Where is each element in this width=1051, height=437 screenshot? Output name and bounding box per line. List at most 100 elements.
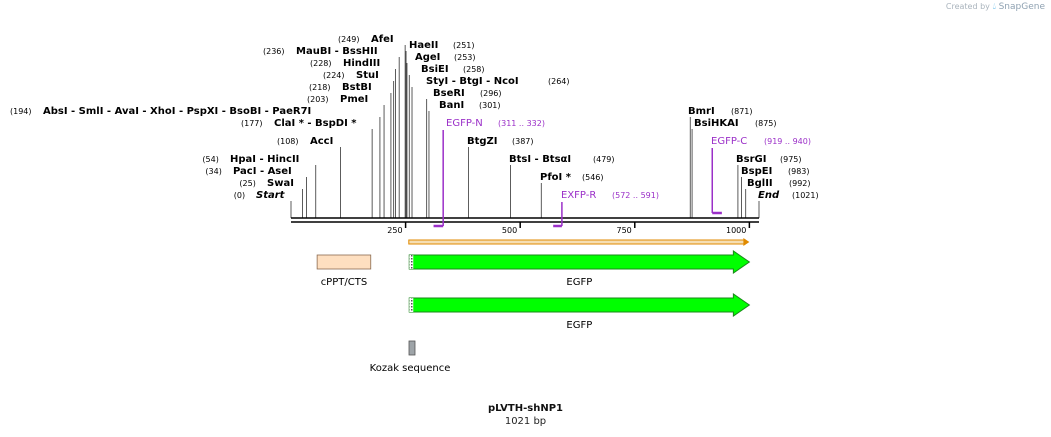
site-position: (975) xyxy=(780,155,802,164)
site-name: SwaI xyxy=(267,178,294,189)
site-position: (251) xyxy=(453,41,475,50)
primer-range: (572 .. 591) xyxy=(612,191,659,200)
primer-name: EXFP-R xyxy=(561,190,596,201)
site-position: (875) xyxy=(755,119,777,128)
restriction-site: (0)Start xyxy=(234,190,286,201)
features: cPPT/CTS EGFP EGFP Kozak sequence xyxy=(316,238,751,374)
site-position: (301) xyxy=(479,101,501,110)
primer-name: EGFP-N xyxy=(446,118,483,129)
site-position: (203) xyxy=(307,95,329,104)
site-name: BmrI xyxy=(688,106,715,117)
orf-bar xyxy=(408,239,746,245)
restriction-site: BseRI (296) xyxy=(433,88,502,99)
restriction-site: BmrI (871) xyxy=(688,106,753,117)
site-position: (54) xyxy=(202,155,218,164)
site-labels: (0)Start(25)SwaI(34)PacI - AseI(54)HpaI … xyxy=(10,34,819,201)
primer: EXFP-R (572 .. 591) xyxy=(553,190,659,228)
site-position: (296) xyxy=(480,89,502,98)
site-name: HaeII xyxy=(409,40,438,51)
feature-label: cPPT/CTS xyxy=(321,277,367,288)
site-position: (264) xyxy=(548,77,570,86)
site-name: AfeI xyxy=(371,34,394,45)
restriction-site: BtgZI (387) xyxy=(467,136,534,147)
site-name: End xyxy=(758,190,780,201)
feature-egfp: EGFP xyxy=(408,293,751,331)
site-name: BspEI xyxy=(741,166,772,177)
restriction-site: BsiEI (258) xyxy=(421,64,485,75)
restriction-site: (203)PmeI xyxy=(307,94,368,105)
restriction-site: (228) HindIII xyxy=(310,58,380,69)
site-name: HindIII xyxy=(343,58,380,69)
site-name: BstBI xyxy=(342,82,372,93)
restriction-site: BspEI (983) xyxy=(741,166,810,177)
site-name: AccI xyxy=(310,136,333,147)
orf-arrowhead xyxy=(743,238,750,246)
primer: EGFP-N(311 .. 332) xyxy=(433,118,545,228)
restriction-site: (194) AbsI - SmlI - AvaI - XhoI - PspXI -… xyxy=(10,106,311,117)
site-position: (236) xyxy=(263,47,285,56)
map-title: pLVTH-shNP1 xyxy=(488,403,563,414)
snapgene-logo-icon: 💧︎ xyxy=(992,2,997,12)
restriction-site: (249) AfeI xyxy=(338,34,394,45)
ruler-tick-label: 1000 xyxy=(726,226,746,235)
restriction-site: AgeI (253) xyxy=(415,52,476,63)
site-name: BanI xyxy=(439,100,464,111)
site-name: AgeI xyxy=(415,52,440,63)
feature-egfp: EGFP xyxy=(408,250,751,288)
site-name: BsrGI xyxy=(736,154,766,165)
restriction-site: BanI (301) xyxy=(439,100,501,111)
primer: EGFP-C (919 .. 940) xyxy=(711,136,811,215)
ruler-tick-label: 750 xyxy=(616,226,631,235)
restriction-site: (25)SwaI xyxy=(239,178,294,189)
site-position: (177) xyxy=(241,119,263,128)
primers: EGFP-N(311 .. 332) EXFP-R (572 .. 591) EGFP… xyxy=(433,118,811,228)
feature-label: EGFP xyxy=(566,277,592,288)
site-position: (983) xyxy=(788,167,810,176)
restriction-site: (34) PacI - AseI xyxy=(205,166,291,177)
site-position: (258) xyxy=(463,65,485,74)
site-position: (108) xyxy=(277,137,299,146)
site-position: (0) xyxy=(234,191,245,200)
site-name: BseRI xyxy=(433,88,465,99)
site-position: (34) xyxy=(205,167,221,176)
site-name: BsiEI xyxy=(421,64,449,75)
restriction-site: BsiHKAI(875) xyxy=(694,118,777,129)
primer-name: EGFP-C xyxy=(711,136,747,147)
credit-prefix: Created by xyxy=(945,2,990,11)
site-position: (228) xyxy=(310,59,332,68)
feature-box xyxy=(316,254,372,270)
restriction-site: (236) MauBI - BssHII xyxy=(263,46,378,57)
feature-cppt-cts: cPPT/CTS xyxy=(316,254,372,288)
feature-arrow xyxy=(408,250,751,274)
snapgene-credit: Created by 💧︎ SnapGene xyxy=(946,2,1045,12)
site-position: (249) xyxy=(338,35,360,44)
feature-arrow xyxy=(408,293,751,317)
site-name: BtgZI xyxy=(467,136,498,147)
restriction-site: End(1021) xyxy=(758,190,819,201)
feature-start-marker xyxy=(409,298,414,312)
restriction-site: HaeII (251) xyxy=(409,40,475,51)
restriction-site: BtsI - BtsαI(479) xyxy=(509,154,615,165)
feature-label: Kozak sequence xyxy=(370,363,451,374)
site-position: (387) xyxy=(512,137,534,146)
feature-label: EGFP xyxy=(566,320,592,331)
site-name: MauBI - BssHII xyxy=(296,46,378,57)
restriction-site: (224)StuI xyxy=(323,70,379,81)
restriction-site: (218)BstBI xyxy=(309,82,372,93)
site-position: (253) xyxy=(454,53,476,62)
credit-brand: SnapGene xyxy=(998,2,1045,12)
primer-range: (919 .. 940) xyxy=(764,137,811,146)
site-position: (194) xyxy=(10,107,32,116)
site-position: (871) xyxy=(731,107,753,116)
site-name: AbsI - SmlI - AvaI - XhoI - PspXI - BsoB… xyxy=(43,106,311,117)
site-name: BglII xyxy=(747,178,773,189)
site-name: PacI - AseI xyxy=(233,166,292,177)
site-position: (546) xyxy=(582,173,604,182)
site-name: ClaI * - BspDI * xyxy=(274,118,357,129)
site-name: BtsI - BtsαI xyxy=(509,154,571,165)
restriction-site: PfoI * (546) xyxy=(540,172,604,183)
site-position: (224) xyxy=(323,71,345,80)
site-name: StyI - BtgI - NcoI xyxy=(426,76,519,87)
site-name: PfoI * xyxy=(540,172,572,183)
